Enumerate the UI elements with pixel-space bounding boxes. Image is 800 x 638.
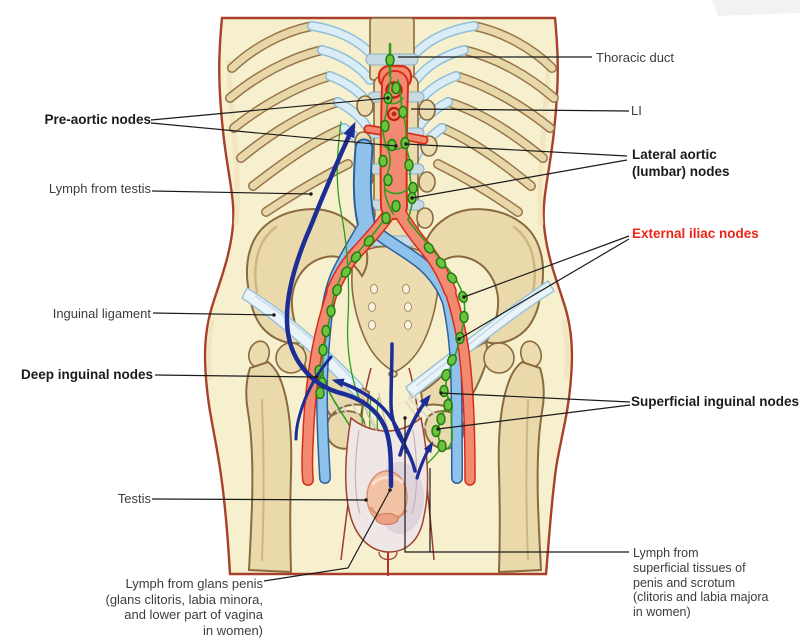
femoral-lymph-channel [294, 355, 333, 441]
to-deep-inguinal-arrow [331, 378, 409, 454]
label-lymph-superficial-tissues: Lymph from superficial tissues of penis … [633, 546, 769, 620]
epididymis [375, 512, 399, 526]
label-testis: Testis [117, 491, 151, 506]
label-lymph-from-testis: Lymph from testis [48, 181, 151, 196]
label-l1-vertebra: LI [631, 103, 642, 118]
femurs [245, 340, 545, 574]
label-deep-inguinal-nodes: Deep inguinal nodes [20, 367, 153, 382]
to-superficial-inguinal-arrow-upper [398, 394, 431, 457]
corner-artifact [712, 0, 800, 16]
label-external-iliac-nodes: External iliac nodes [632, 226, 759, 241]
scrotum-genitals [344, 392, 429, 576]
label-lymph-from-glans-penis: Lymph from glans penis (glans clitoris, … [105, 576, 263, 638]
label-thoracic-duct: Thoracic duct [596, 50, 675, 65]
label-pre-aortic-nodes: Pre-aortic nodes [44, 112, 151, 127]
label-inguinal-ligament: Inguinal ligament [52, 306, 151, 321]
label-lateral-aortic-nodes: Lateral aortic (lumbar) nodes [632, 147, 730, 179]
label-superficial-inguinal-nodes: Superficial inguinal nodes [631, 394, 800, 409]
leader-lines [150, 56, 631, 582]
to-superficial-inguinal-arrow-lower [415, 441, 434, 480]
testis-to-preaortic-arrow [284, 121, 394, 489]
lymph-flow-arrows [284, 121, 434, 489]
